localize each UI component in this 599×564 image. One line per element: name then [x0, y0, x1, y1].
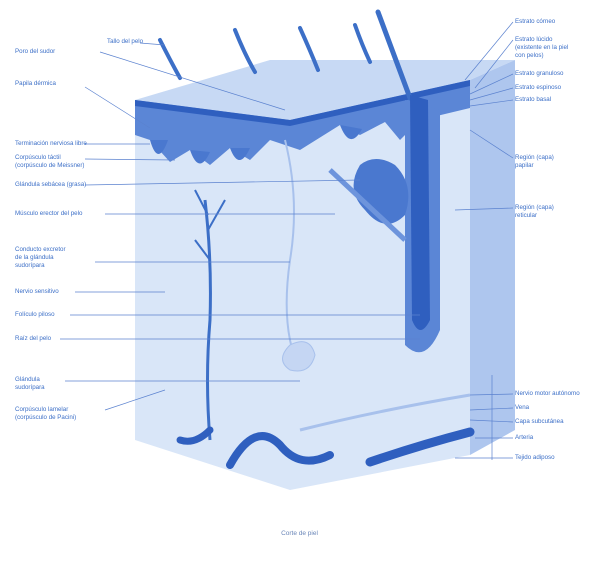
- label-papilar: papilar: [515, 162, 534, 169]
- label-estrato-basal: Estrato basal: [515, 96, 551, 103]
- label-musculo-erector: Músculo erector del pelo: [15, 210, 82, 217]
- hair-root: [410, 95, 430, 330]
- hair-shaft: [160, 40, 180, 78]
- label-foliculo-piloso: Folículo piloso: [15, 311, 55, 318]
- label-region-papilar: Región (capa): [515, 154, 554, 161]
- label-terminacion-nerviosa: Terminación nerviosa libre: [15, 140, 87, 147]
- label-tejido-adiposo: Tejido adiposo: [515, 454, 555, 461]
- hair-shaft: [355, 25, 370, 62]
- label-de-la-glandula: de la glándula: [15, 254, 54, 261]
- label-estrato-granuloso: Estrato granuloso: [515, 70, 564, 77]
- label-estrato-espinoso: Estrato espinoso: [515, 84, 561, 91]
- label-reticular: reticular: [515, 212, 537, 219]
- label-capa-subcutanea: Capa subcutánea: [515, 418, 564, 425]
- label-nervio-motor: Nervio motor autónomo: [515, 390, 580, 397]
- label-glandula: Glándula: [15, 376, 40, 383]
- label-poro-del-sudor: Poro del sudor: [15, 48, 55, 55]
- diagram-caption: Corte de piel: [0, 530, 599, 537]
- label-tallo-del-pelo: Tallo del pelo: [107, 38, 143, 45]
- label-sudoripara-duct: sudorípara: [15, 262, 45, 269]
- label-papila-dermica: Papila dérmica: [15, 80, 56, 87]
- label-raiz-del-pelo: Raíz del pelo: [15, 335, 51, 342]
- label-vena: Vena: [515, 404, 529, 411]
- label-nervio-sensitivo: Nervio sensitivo: [15, 288, 59, 295]
- label-con-pelos: con pelos): [515, 52, 544, 59]
- label-corpusculo-lamelar: Corpúsculo lamelar: [15, 406, 68, 413]
- label-meissner: (corpúsculo de Meissner): [15, 162, 84, 169]
- label-arteria: Arteria: [515, 434, 533, 441]
- hair-shaft: [235, 30, 255, 72]
- label-existente-piel: (existente en la piel: [515, 44, 568, 51]
- block-right-face: [470, 60, 515, 455]
- label-pacini: (corpúsculo de Pacini): [15, 414, 76, 421]
- label-sudoripara-gland: sudorípara: [15, 384, 45, 391]
- label-corpusculo-tactil: Corpúsculo táctil: [15, 154, 61, 161]
- label-region-reticular: Región (capa): [515, 204, 554, 211]
- label-estrato-corneo: Estrato córneo: [515, 18, 555, 25]
- label-glandula-sebacea: Glándula sebácea (grasa): [15, 181, 86, 188]
- label-estrato-lucido: Estrato lúcido: [515, 36, 553, 43]
- label-conducto-excretor: Conducto excretor: [15, 246, 66, 253]
